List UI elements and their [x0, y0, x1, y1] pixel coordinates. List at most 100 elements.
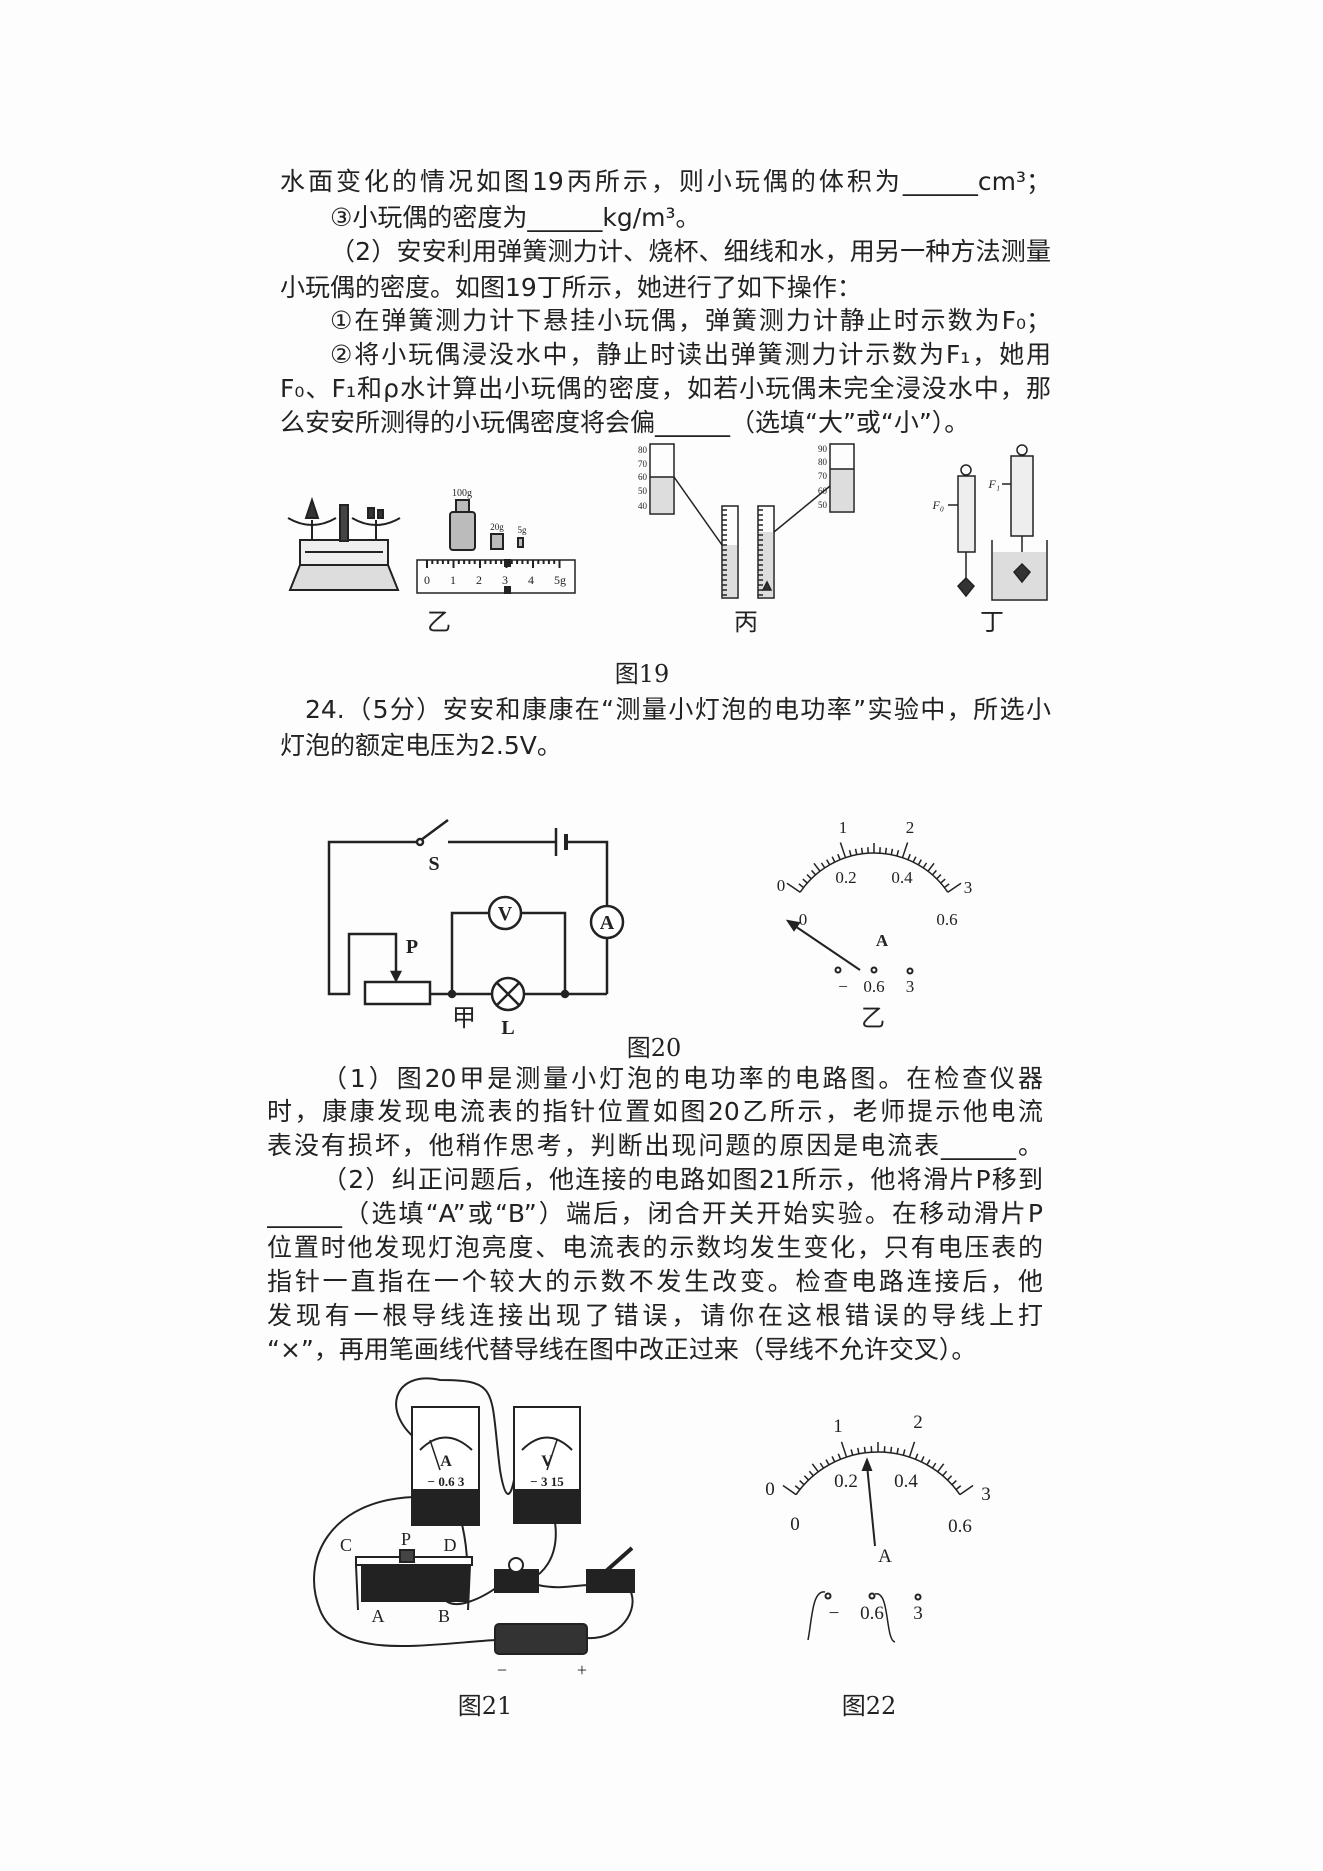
dial-top-label: 1	[833, 1416, 843, 1437]
q24-body-line: （2）纠正问题后，他连接的电路如图21所示，他将滑片P移到	[322, 1165, 1043, 1194]
dial-unit: A	[878, 1546, 892, 1567]
voltmeter-terminals: − 3 15	[530, 1474, 564, 1489]
fig19-label-ding: 丁	[980, 608, 1004, 636]
weight-label: 100g	[452, 488, 472, 499]
dial-needle	[866, 1464, 876, 1547]
dial-tick	[922, 862, 928, 869]
dial-tick	[937, 1463, 945, 1473]
dial-tick	[946, 1475, 953, 1481]
dial-tick	[890, 1446, 893, 1453]
q24-body-line: ______（选填“A”或“B”）端后，闭合开关开始实验。在移动滑片P	[267, 1199, 1043, 1228]
spring-scales: F₀ F₁	[931, 444, 1048, 601]
dial-top-label: 0	[777, 876, 786, 895]
ruler-tick-label: 0	[424, 573, 430, 587]
rheostat-label: A	[372, 1606, 385, 1626]
q24-body-line: 位置时他发现灯泡亮度、电流表的示数均发生变化，只有电压表的	[267, 1233, 1043, 1262]
fig19-label-bing: 丙	[734, 608, 758, 636]
dial-tick	[908, 1441, 916, 1458]
dial-tick	[803, 1475, 810, 1481]
dial-tick	[782, 1484, 797, 1496]
dial-tick	[811, 1463, 819, 1473]
dial-bottom-label: 0.4	[894, 1471, 918, 1492]
dial-tick	[931, 1462, 937, 1469]
dial-tick	[786, 882, 801, 893]
dial-tick	[837, 853, 841, 861]
q23-line: 小玩偶的密度。如图19丁所示，她进行了如下操作：	[280, 273, 862, 302]
dial-tick	[917, 859, 922, 866]
dial-bottom-label: 0	[790, 1514, 800, 1535]
dial-tick	[819, 1462, 825, 1469]
dial-tick	[912, 856, 917, 863]
dial-tick	[931, 869, 937, 876]
cyl-scale: 40	[638, 501, 648, 511]
rheostat-label: B	[438, 1606, 450, 1626]
q24-body-line: 发现有一根导线连接出现了错误，请你在这根错误的导线上打	[267, 1301, 1043, 1330]
q24-body-line: “×”，再用笔画线代替导线在图中改正过来（导线不允许交叉）。	[267, 1335, 977, 1364]
dial-tick	[896, 850, 900, 857]
circuit-diagram: S P V A L	[327, 818, 625, 1039]
rheostat-label: D	[444, 1535, 457, 1555]
ammeter-label: A	[600, 912, 615, 934]
cyl-scale: 80	[818, 457, 828, 467]
q24-line: 灯泡的额定电压为2.5V。	[280, 731, 562, 760]
ruler-tick-label: 4	[528, 573, 534, 587]
dial-tick	[951, 1480, 957, 1486]
dial-tick	[794, 1485, 801, 1491]
dial-tick	[850, 1449, 854, 1456]
dial-top-label: 2	[913, 1412, 923, 1433]
fig19-caption: 图19	[614, 660, 670, 688]
cyl-scale: 80	[638, 445, 648, 455]
dial-tick	[806, 874, 812, 880]
dial-arc	[795, 1451, 961, 1496]
cyl-scale: 70	[638, 459, 648, 469]
dial-tick	[901, 842, 909, 858]
dial-tick	[854, 848, 858, 855]
terminal-label: 0.6	[863, 977, 884, 996]
dial-tick	[826, 859, 831, 866]
lamp-label: L	[501, 1017, 514, 1039]
terminal-label: −	[838, 977, 848, 996]
dial-tick	[831, 856, 836, 863]
dial-top-label: 0	[765, 1479, 775, 1500]
dial-tick	[848, 850, 852, 857]
dial-tick	[896, 1447, 899, 1454]
dial-tick	[837, 1453, 842, 1460]
dial-tick	[863, 1446, 866, 1453]
dial-tick	[959, 1484, 974, 1496]
physical-circuit: A − 0.6 3 V − 3 15 C P D A B − +	[313, 1377, 635, 1680]
q23-line: 么安安所测得的小玩偶密度将会偏______（选填“大”或“小”）。	[280, 408, 970, 437]
q24-body-line: 表没有损坏，他稍作思考，判断出现问题的原因是电流表______。	[267, 1131, 1043, 1160]
dial-tick	[802, 878, 808, 884]
fig21-caption: 图21	[457, 1692, 513, 1720]
dial-tick	[936, 874, 942, 880]
slider-label: P	[406, 936, 418, 958]
cyl-scale: 60	[638, 472, 648, 482]
dial-tick	[907, 853, 911, 861]
dial-tick	[798, 883, 805, 889]
q24-body-line: （1）图20甲是测量小灯泡的电功率的电路图。在检查仪器	[322, 1064, 1043, 1093]
dial-bottom-label: 0.2	[834, 1471, 858, 1492]
ruler-tick-label: 1	[450, 573, 456, 587]
dial-tick	[839, 842, 847, 858]
q24-body-line: 时，康康发现电流表的指针位置如图20乙所示，老师提示他电流	[267, 1097, 1043, 1126]
dial-top-label: 2	[906, 818, 915, 837]
q23-line: F₀、F₁和ρ水计算出小玩偶的密度，如若小玩偶未完全浸没水中，那	[280, 374, 1051, 403]
terminal-label: 3	[913, 1603, 923, 1624]
terminal-label: 3	[906, 977, 915, 996]
dial-tick	[942, 1470, 948, 1477]
dial-tick	[831, 1456, 836, 1463]
dial-tick	[884, 847, 888, 854]
dial-top-label: 3	[964, 878, 973, 897]
dial-bottom-label: 0	[799, 910, 808, 929]
dial-tick	[857, 1447, 860, 1454]
weights: 100g 20g 5g	[449, 488, 527, 551]
dial-tick	[808, 1470, 814, 1477]
fig19-label-yi: 乙	[427, 608, 451, 636]
q24-body-line: 指针一直指在一个较大的示数不发生改变。检查电路连接后，他	[267, 1267, 1043, 1296]
dial-tick	[943, 883, 950, 889]
q23-line: ①在弹簧测力计下悬挂小玩偶，弹簧测力计静止时示数为F₀；	[330, 306, 1051, 335]
q23-line: ③小玩偶的密度为______kg/m³。	[330, 203, 701, 232]
dial-tick	[890, 848, 894, 855]
voltmeter-unit: V	[541, 1453, 553, 1470]
